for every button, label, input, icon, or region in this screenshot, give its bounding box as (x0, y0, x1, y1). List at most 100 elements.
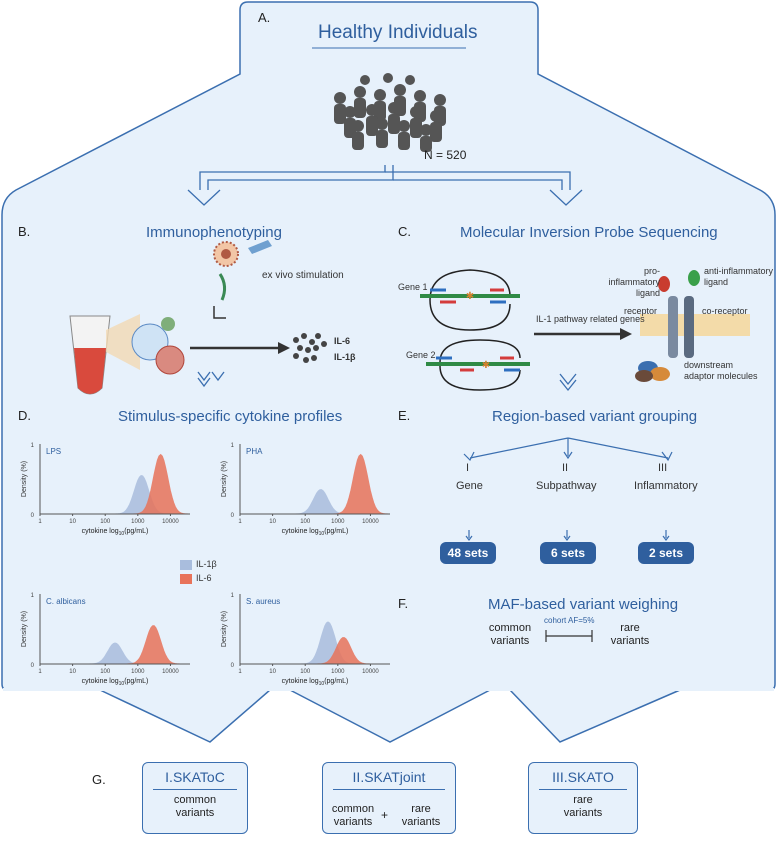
x-tick: 1 (238, 519, 242, 525)
chart-title: S. aureus (246, 597, 280, 606)
panel-g-letter: G. (92, 772, 106, 787)
x-tick: 10 (269, 519, 276, 525)
panel-e-letter: E. (398, 408, 411, 423)
group-3-name: Inflammatory (634, 480, 698, 492)
x-tick: 10 (69, 519, 76, 525)
panel-f-title: MAF-based variant weighing (488, 596, 679, 613)
co-receptor-label: co-receptor (702, 306, 748, 316)
skatoc-line1: common (173, 794, 217, 806)
x-tick: 1000 (331, 669, 345, 675)
y-tick: 1 (231, 593, 235, 599)
y-tick: 1 (31, 443, 35, 449)
chart-title: PHA (246, 447, 263, 456)
virus-icon (213, 240, 272, 319)
af-threshold-label: cohort AF=5% (544, 616, 595, 625)
panel-b-title: Immunophenotyping (146, 224, 282, 241)
x-tick: 1000 (331, 519, 345, 525)
x-tick: 1 (238, 669, 242, 675)
skatjoint-box: II.SKATjoint common variants + rare vari… (322, 762, 456, 834)
x-tick: 100 (100, 669, 111, 675)
pro-ligand-label: pro-inflammatory ligand (608, 266, 660, 298)
legend-il1b-label: IL-1β (196, 559, 217, 569)
gene2-label: Gene 2 (406, 350, 436, 360)
blood-tube-illustration (69, 314, 185, 395)
x-tick: 10000 (362, 519, 379, 525)
skatjoint-right2: variants (401, 816, 441, 828)
skato-line2: variants (563, 807, 603, 819)
panel-a-letter: A. (258, 10, 271, 25)
group-2-name: Subpathway (536, 480, 597, 492)
probe-illustration-1: ✱ (420, 269, 520, 331)
crowd-icon (334, 73, 446, 152)
legend-il1b-swatch (180, 560, 192, 570)
x-label: cytokine log10(pg/mL) (82, 678, 149, 687)
density-IL-1β (240, 621, 390, 665)
svg-text:✱: ✱ (482, 360, 490, 371)
panel-b-letter: B. (18, 224, 31, 239)
panel-c-letter: C. (398, 224, 411, 239)
gene1-label: Gene 1 (398, 282, 428, 292)
y-label: Density (%) (21, 611, 28, 647)
y-tick: 1 (31, 593, 35, 599)
probe-illustration-2: ✱ (426, 339, 530, 391)
adaptor-label: downstream adaptor molecules (684, 360, 758, 381)
skatjoint-left1: common (331, 803, 375, 815)
panel-d-title: Stimulus-specific cytokine profiles (118, 408, 343, 425)
cytokine-dots (293, 333, 327, 363)
skatjoint-plus: + (381, 808, 389, 822)
pathway-genes-label: IL-1 pathway related genes (536, 314, 645, 324)
y-label: Density (%) (221, 461, 228, 497)
chart-title: C. albicans (46, 597, 86, 606)
density-IL-6 (40, 453, 190, 515)
receptor-illustration (635, 270, 750, 382)
y-label: Density (%) (221, 611, 228, 647)
group-3-numeral: III (658, 462, 668, 474)
y-tick: 0 (231, 663, 235, 669)
legend-il6-label: IL-6 (196, 573, 212, 583)
y-label: Density (%) (21, 461, 28, 497)
skato-line1: rare (573, 794, 593, 806)
x-label: cytokine log10(pg/mL) (82, 528, 149, 537)
skato-title: III.SKATO (552, 769, 614, 785)
x-label: cytokine log10(pg/mL) (282, 678, 349, 687)
arrow-to-g3 (508, 689, 681, 743)
panel-e-title: Region-based variant grouping (492, 408, 698, 425)
x-tick: 100 (300, 519, 311, 525)
cytokine-il6-label: IL-6 (334, 336, 351, 346)
cytokine-il1b-label: IL-1β (334, 352, 356, 362)
group-2-sets: 6 sets (540, 542, 596, 564)
x-tick: 10 (269, 669, 276, 675)
x-tick: 10000 (162, 669, 179, 675)
x-tick: 100 (300, 669, 311, 675)
group-1-name: Gene (456, 480, 483, 492)
skato-box: III.SKATO rare variants (528, 762, 638, 834)
y-tick: 0 (31, 663, 35, 669)
split-arrow (187, 165, 583, 206)
panel-f-letter: F. (398, 596, 409, 611)
y-tick: 1 (231, 443, 235, 449)
y-tick: 0 (231, 513, 235, 519)
y-tick: 0 (31, 513, 35, 519)
x-label: cytokine log10(pg/mL) (282, 528, 349, 537)
x-tick: 1 (38, 519, 42, 525)
grouping-tree (463, 437, 673, 541)
skatoc-title: I.SKAToC (165, 769, 225, 785)
skatjoint-right1: rare (411, 803, 431, 815)
skatoc-box: I.SKAToC common variants (142, 762, 248, 834)
receptor-label: receptor (624, 306, 658, 316)
group-3-sets: 2 sets (638, 542, 694, 564)
skatjoint-title: II.SKATjoint (352, 769, 426, 785)
chevrons (197, 371, 577, 392)
panel-c-title: Molecular Inversion Probe Sequencing (460, 224, 718, 241)
anti-ligand-label: anti-inflammatory ligand (704, 266, 774, 287)
group-1-numeral: I (466, 462, 470, 474)
x-tick: 10 (69, 669, 76, 675)
stimulation-label: ex vivo stimulation (262, 270, 344, 281)
x-tick: 100 (100, 519, 111, 525)
common-variants-label: common variants (488, 622, 532, 647)
